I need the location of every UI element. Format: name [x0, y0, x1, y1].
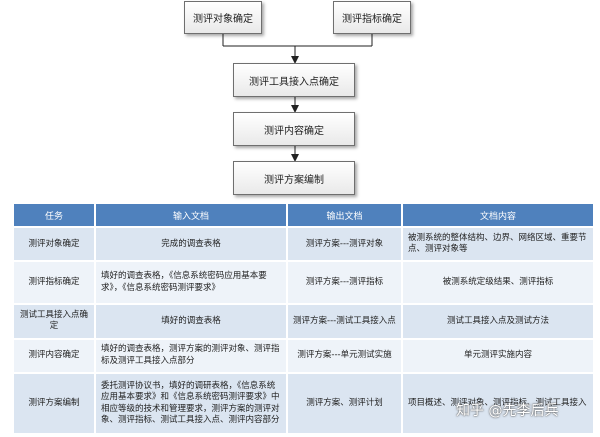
node-object: 测评对象确定: [184, 1, 262, 34]
cell-task: 测评方案编制: [14, 374, 94, 433]
cell-input: 填好的调查表格: [96, 305, 286, 338]
cell-task: 测试工具接入点确定: [14, 305, 94, 338]
cell-input: 填好的调查表格，测评方案的测评对象、测评指标及测评工具接入点部分: [96, 339, 286, 373]
table-row: 测评指标确定 填好的调查表格，《信息系统密码应用基本要求》，《信息系统密码测评要…: [14, 262, 593, 304]
cell-task: 测评对象确定: [14, 228, 94, 261]
cell-output: 测评方案、测评计划: [288, 374, 401, 433]
node-plan: 测评方案编制: [233, 161, 355, 195]
header-output: 输出文档: [288, 204, 401, 226]
cell-input: 填好的调查表格，《信息系统密码应用基本要求》，《信息系统密码测评要求》: [96, 262, 286, 304]
cell-output: 测评方案---测评对象: [288, 228, 401, 261]
node-indicator: 测评指标确定: [333, 1, 411, 34]
table-row: 测评内容确定 填好的调查表格，测评方案的测评对象、测评指标及测评工具接入点部分 …: [14, 339, 593, 373]
header-content: 文档内容: [403, 204, 593, 226]
document-table: 任务 输入文档 输出文档 文档内容 测评对象确定 完成的调查表格 测评方案---…: [12, 202, 595, 435]
table-row: 测评对象确定 完成的调查表格 测评方案---测评对象 被测系统的整体结构、边界、…: [14, 228, 593, 261]
table-row: 测评方案编制 委托测评协议书，填好的调研表格，《信息系统应用基本要求》和《信息系…: [14, 374, 593, 433]
table-row: 测试工具接入点确定 填好的调查表格 测评方案---测试工具接入点 测试工具接入点…: [14, 305, 593, 338]
table-header-row: 任务 输入文档 输出文档 文档内容: [14, 204, 593, 226]
node-content: 测评内容确定: [233, 112, 355, 146]
watermark: 知乎 @先李后兵: [456, 403, 559, 419]
flowchart-connectors: [222, 34, 373, 162]
cell-content: 项目概述、测评对象、测评指标、测试工具接入: [403, 374, 593, 433]
header-task: 任务: [14, 204, 94, 226]
cell-output: 测评方案---测评指标: [288, 262, 401, 304]
cell-task: 测评内容确定: [14, 339, 94, 373]
cell-content: 被测系统的整体结构、边界、网络区域、重要节点、测评对象等: [403, 228, 593, 261]
cell-content: 单元测评实施内容: [403, 339, 593, 373]
header-input: 输入文档: [96, 204, 286, 226]
cell-input: 委托测评协议书，填好的调研表格，《信息系统应用基本要求》和《信息系统密码测评要求…: [96, 374, 286, 433]
cell-input: 完成的调查表格: [96, 228, 286, 261]
cell-content: 测试工具接入点及测试方法: [403, 305, 593, 338]
cell-output: 测评方案---测试工具接入点: [288, 305, 401, 338]
cell-task: 测评指标确定: [14, 262, 94, 304]
node-access: 测评工具接入点确定: [233, 63, 355, 97]
cell-output: 测评方案---单元测试实施: [288, 339, 401, 373]
cell-content: 被测系统定级结果、测评指标: [403, 262, 593, 304]
